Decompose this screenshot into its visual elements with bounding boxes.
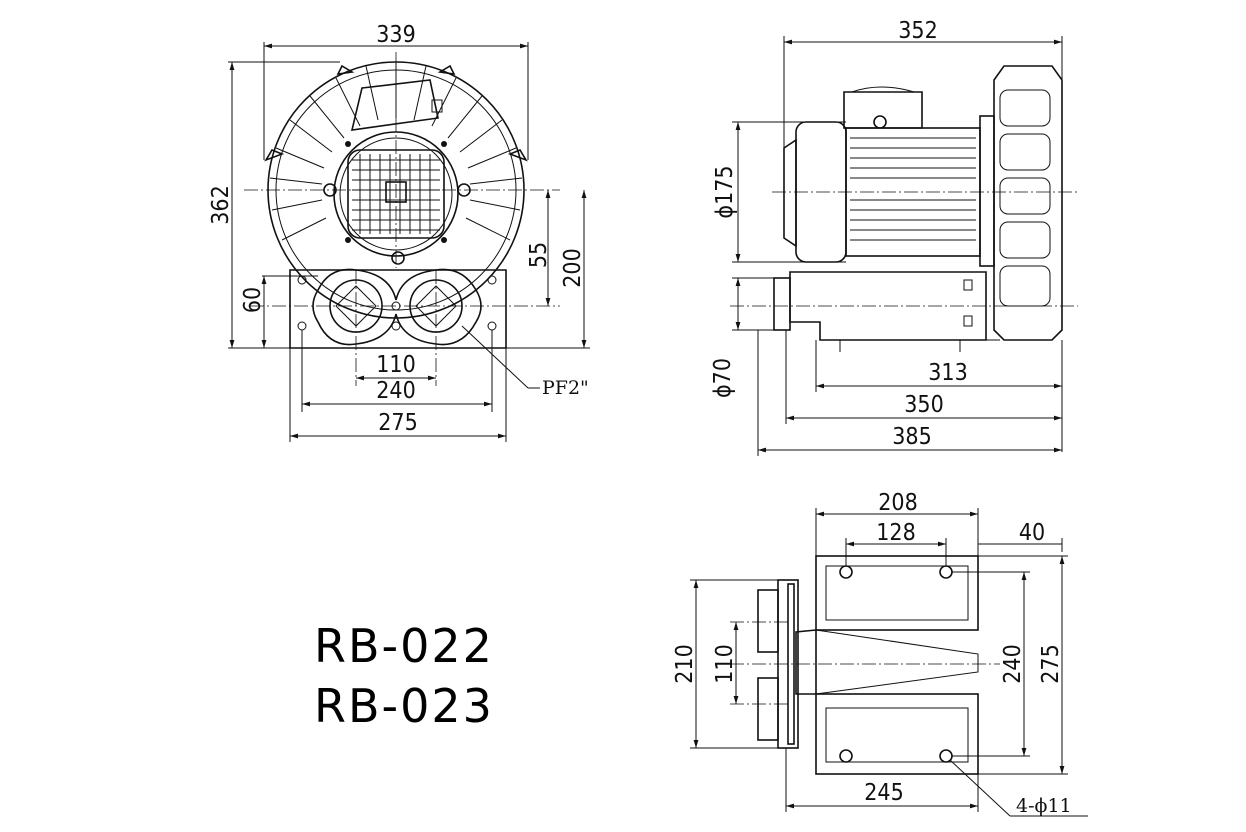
dim-40: 40 [1019,520,1045,546]
dim-350: 350 [904,392,944,418]
front-view: 339 362 60 55 200 110 240 275 PF2" [208,22,590,442]
dim-128: 128 [876,520,916,546]
dim-210: 210 [672,644,698,684]
dim-385: 385 [892,424,932,450]
dim-275: 275 [378,410,418,436]
thread-label: PF2" [542,377,589,399]
dim-110: 110 [376,352,416,378]
dim-phi175: ϕ175 [712,165,738,218]
motor-fins [850,137,976,241]
dim-275-bottom: 275 [1038,644,1064,684]
cooling-fins [269,62,523,241]
model-label-2: RB-023 [314,679,494,733]
dim-208: 208 [878,490,918,516]
dim-245: 245 [864,780,904,806]
side-view: 352 ϕ175 ϕ70 313 350 385 [710,18,1078,456]
model-label-1: RB-022 [314,619,494,673]
dim-200: 200 [560,248,586,288]
dim-362: 362 [208,185,234,225]
dim-phi70: ϕ70 [710,358,736,398]
dim-352: 352 [898,18,938,44]
dim-55: 55 [526,242,552,268]
dim-313: 313 [928,360,968,386]
housing-ribs [999,89,1051,307]
dim-110-bottom: 110 [712,644,738,684]
dim-60: 60 [240,287,266,313]
dim-240-bottom: 240 [1000,644,1026,684]
dim-240: 240 [376,378,416,404]
dim-339: 339 [376,22,416,48]
bottom-view: 208 128 40 210 110 240 275 245 [672,490,1088,817]
hole-label: 4-ϕ11 [1016,795,1072,817]
